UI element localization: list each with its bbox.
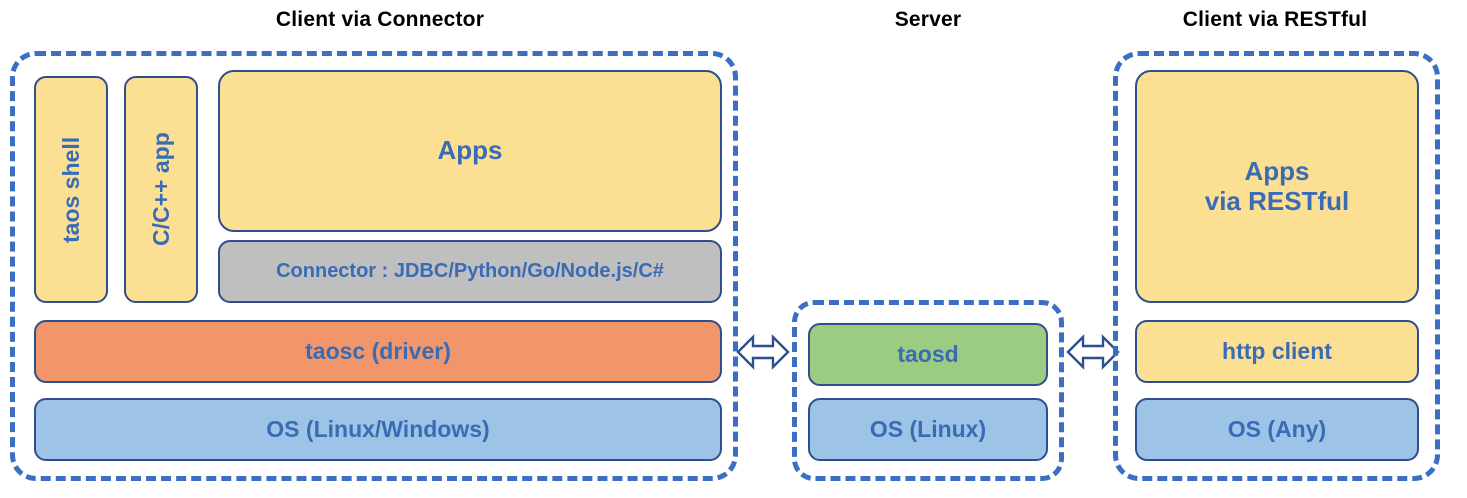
node-c-cpp-app[interactable]: C/C++ app xyxy=(124,76,198,303)
node-os-linux-windows[interactable]: OS (Linux/Windows) xyxy=(34,398,722,461)
node-os-linux[interactable]: OS (Linux) xyxy=(808,398,1048,461)
node-apps-via-restful-line2: via RESTful xyxy=(1204,185,1350,216)
node-apps-via-restful[interactable]: Apps via RESTful xyxy=(1135,70,1419,303)
node-http-client[interactable]: http client xyxy=(1135,320,1419,383)
node-taos-shell[interactable]: taos shell xyxy=(34,76,108,303)
group-client-via-connector xyxy=(10,51,738,481)
node-apps-via-restful-line1: Apps xyxy=(1244,155,1310,186)
node-apps[interactable]: Apps xyxy=(218,70,722,232)
double-arrow-left-icon xyxy=(736,330,790,379)
page-title-client-connector: Client via Connector xyxy=(275,8,485,31)
double-arrow-right-icon xyxy=(1066,330,1120,379)
node-taosd[interactable]: taosd xyxy=(808,323,1048,386)
node-connector[interactable]: Connector : JDBC/Python/Go/Node.js/C# xyxy=(218,240,722,303)
node-os-any[interactable]: OS (Any) xyxy=(1135,398,1419,461)
group-client-via-restful xyxy=(1113,51,1440,481)
group-server xyxy=(792,300,1064,481)
node-taosc-driver[interactable]: taosc (driver) xyxy=(34,320,722,383)
page-title-server: Server xyxy=(894,8,962,31)
page-title-client-restful: Client via RESTful xyxy=(1182,8,1368,31)
